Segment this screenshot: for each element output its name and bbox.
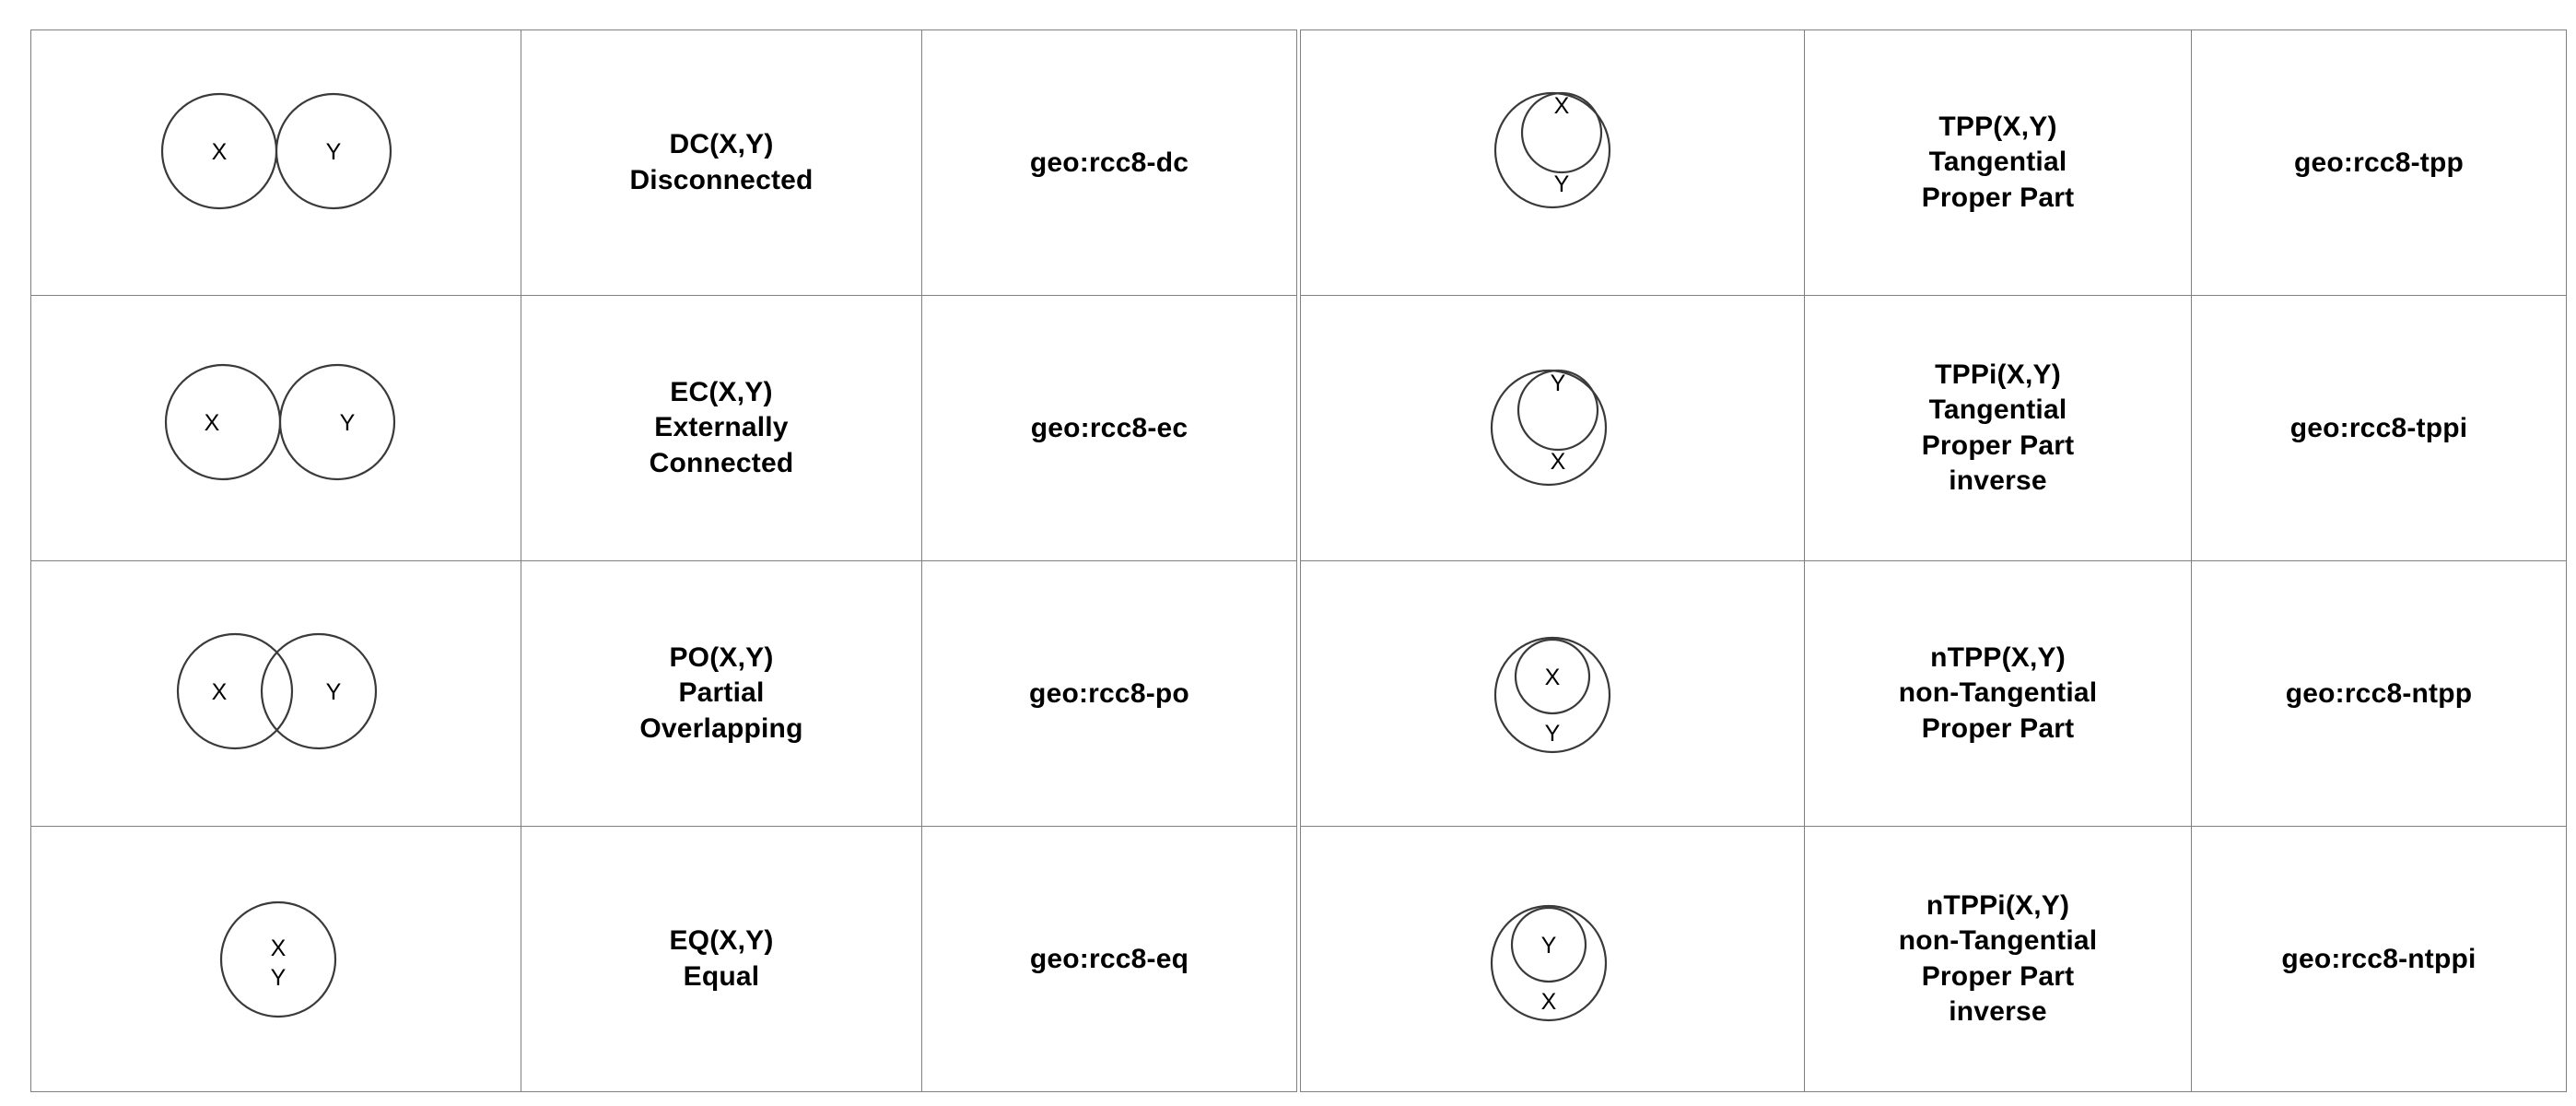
relation-name-cell-po: PO(X,Y) Partial Overlapping: [521, 560, 922, 827]
circle-label-inner: X: [1545, 665, 1561, 690]
relation-name-cell-tppi: TPPi(X,Y) Tangential Proper Part inverse: [1804, 295, 2192, 561]
circle-label-outer: Y: [1545, 721, 1561, 747]
relation-name: nTPPi(X,Y) non-Tangential Proper Part in…: [1898, 889, 2098, 1027]
relation-name: nTPP(X,Y) non-Tangential Proper Part: [1898, 641, 2098, 744]
relation-name: EQ(X,Y) Equal: [669, 925, 774, 992]
circle-inner-x: [1520, 91, 1603, 174]
rcc8-table-right: X Y TPP(X,Y) Tangential Proper Part geo:…: [1300, 29, 2567, 1092]
table-row: Y X TPPi(X,Y) Tangential Proper Part inv…: [1300, 295, 2567, 561]
relation-name-cell-ntppi: nTPPi(X,Y) non-Tangential Proper Part in…: [1804, 826, 2192, 1092]
diagram-inner-circle-tangent-top: X Y: [1301, 30, 1804, 295]
dc-diagram-svg: X Y: [160, 92, 392, 210]
relation-uri: geo:rcc8-tppi: [2289, 412, 2468, 443]
table-row: X Y nTPP(X,Y) non-Tangential Proper Part…: [1300, 560, 2567, 827]
relation-name-cell-tpp: TPP(X,Y) Tangential Proper Part: [1804, 29, 2192, 296]
table-row: X Y EC(X,Y) Externally Connected geo:rcc…: [30, 295, 1297, 561]
circle-label-outer: Y: [1554, 171, 1570, 197]
diagram-cell-eq: X Y: [30, 826, 521, 1092]
relation-name: DC(X,Y) Disconnected: [629, 129, 814, 195]
circle-x: [176, 632, 293, 750]
diagram-two-touching-circles: X Y: [31, 296, 521, 560]
relation-uri-cell-ec: geo:rcc8-ec: [921, 295, 1297, 561]
relation-name: TPP(X,Y) Tangential Proper Part: [1921, 111, 2075, 213]
circle-outer-x: [1490, 369, 1608, 487]
relation-uri-cell-eq: geo:rcc8-eq: [921, 826, 1297, 1092]
diagram-two-overlapping-circles: X Y: [31, 561, 521, 826]
relation-name: TPPi(X,Y) Tangential Proper Part inverse: [1921, 359, 2075, 496]
table-row: X Y EQ(X,Y) Equal geo:rcc8-eq: [30, 826, 1297, 1092]
circle-label-inner: Y: [1551, 371, 1566, 396]
diagram-single-circle: X Y: [31, 827, 521, 1091]
diagram-inner-circle-contained: Y X: [1301, 827, 1804, 1091]
circle-label-y: Y: [325, 139, 341, 165]
relation-name-cell-ec: EC(X,Y) Externally Connected: [521, 295, 922, 561]
relation-name: PO(X,Y) Partial Overlapping: [639, 641, 803, 744]
relation-uri: geo:rcc8-ntppi: [2281, 943, 2476, 974]
circle-xy: [219, 900, 336, 1018]
ntpp-diagram-svg: X Y: [1493, 636, 1611, 754]
relation-uri-cell-dc: geo:rcc8-dc: [921, 29, 1297, 296]
table-row: X Y TPP(X,Y) Tangential Proper Part geo:…: [1300, 29, 2567, 296]
relation-uri: geo:rcc8-eq: [1029, 943, 1189, 974]
circle-inner-y: [1516, 369, 1599, 452]
circle-label-x: X: [204, 410, 219, 436]
circle-label-inner: Y: [1541, 933, 1557, 959]
diagram-cell-dc: X Y: [30, 29, 521, 296]
relation-uri-cell-tppi: geo:rcc8-tppi: [2191, 295, 2567, 561]
diagram-cell-tppi: Y X: [1300, 295, 1805, 561]
relation-uri-cell-tpp: geo:rcc8-tpp: [2191, 29, 2567, 296]
circle-label-y: Y: [270, 965, 286, 991]
circle-outer-x: [1490, 904, 1608, 1022]
circle-label-y: Y: [325, 679, 341, 705]
diagram-cell-ntppi: Y X: [1300, 826, 1805, 1092]
circle-y: [260, 632, 377, 750]
table-row: Y X nTPPi(X,Y) non-Tangential Proper Par…: [1300, 826, 2567, 1092]
relation-uri: geo:rcc8-po: [1029, 677, 1189, 709]
circle-outer-y: [1493, 636, 1611, 754]
table-row: X Y PO(X,Y) Partial Overlapping geo:rcc8…: [30, 560, 1297, 827]
relation-uri: geo:rcc8-dc: [1029, 147, 1189, 178]
relation-uri: geo:rcc8-ec: [1030, 412, 1188, 443]
table-row: X Y DC(X,Y) Disconnected geo:rcc8-dc: [30, 29, 1297, 296]
diagram-cell-ec: X Y: [30, 295, 521, 561]
circle-label-x: X: [270, 935, 286, 961]
relation-uri-cell-ntpp: geo:rcc8-ntpp: [2191, 560, 2567, 827]
circle-label-outer: X: [1551, 449, 1566, 475]
circle-x: [164, 363, 281, 481]
circle-label-x: X: [211, 679, 227, 705]
diagram-cell-po: X Y: [30, 560, 521, 827]
tppi-diagram-svg: Y X: [1490, 369, 1608, 487]
relation-uri-cell-po: geo:rcc8-po: [921, 560, 1297, 827]
diagram-cell-ntpp: X Y: [1300, 560, 1805, 827]
circle-y: [278, 363, 395, 481]
circle-label-x: X: [211, 139, 227, 165]
relation-uri: geo:rcc8-ntpp: [2285, 677, 2473, 709]
diagram-inner-circle-contained: X Y: [1301, 561, 1804, 826]
relation-name-cell-dc: DC(X,Y) Disconnected: [521, 29, 922, 296]
ntppi-diagram-svg: Y X: [1490, 904, 1608, 1022]
circle-outer-y: [1493, 91, 1611, 209]
circle-label-outer: X: [1541, 989, 1557, 1015]
diagram-two-separate-circles: X Y: [31, 30, 521, 295]
relation-uri: geo:rcc8-tpp: [2293, 147, 2465, 178]
relation-name-cell-ntpp: nTPP(X,Y) non-Tangential Proper Part: [1804, 560, 2192, 827]
relation-name: EC(X,Y) Externally Connected: [649, 376, 794, 478]
circle-label-y: Y: [339, 410, 355, 436]
circle-y: [275, 92, 392, 210]
relation-uri-cell-ntppi: geo:rcc8-ntppi: [2191, 826, 2567, 1092]
diagram-cell-tpp: X Y: [1300, 29, 1805, 296]
relation-name-cell-eq: EQ(X,Y) Equal: [521, 826, 922, 1092]
circle-inner-x: [1514, 638, 1591, 715]
ec-diagram-svg: X Y: [164, 363, 395, 481]
circle-label-inner: X: [1554, 93, 1570, 119]
diagram-inner-circle-tangent-top: Y X: [1301, 296, 1804, 560]
eq-diagram-svg: X Y: [219, 900, 336, 1018]
tpp-diagram-svg: X Y: [1493, 91, 1611, 209]
rcc8-table-left: X Y DC(X,Y) Disconnected geo:rcc8-dc: [30, 29, 1297, 1092]
po-diagram-svg: X Y: [176, 632, 377, 750]
circle-inner-y: [1510, 906, 1587, 983]
